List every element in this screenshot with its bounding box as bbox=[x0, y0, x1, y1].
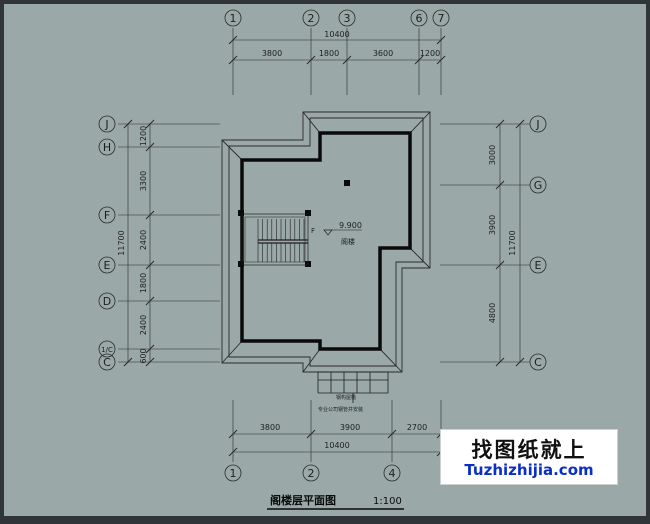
right-axis-bubbles: J G E C bbox=[529, 115, 547, 371]
elevation-text: 9.900 bbox=[339, 221, 362, 230]
axis-bubble: 3 bbox=[338, 9, 356, 27]
left-dim-seg: 3300 bbox=[139, 171, 148, 191]
bottom-axis-bubbles: 1 2 4 bbox=[224, 464, 401, 482]
axis-bubble: E bbox=[98, 256, 116, 274]
top-total-dim: 10400 bbox=[324, 30, 349, 39]
axis-bubble: G bbox=[529, 176, 547, 194]
staircase bbox=[241, 213, 309, 266]
bottom-dim-seg: 3900 bbox=[340, 423, 360, 432]
bottom-dim-seg: 2700 bbox=[407, 423, 427, 432]
right-dimension-chain bbox=[440, 123, 530, 363]
bottom-dim-seg: 3800 bbox=[260, 423, 280, 432]
watermark-logo: 找图纸就上 Tuzhizhijia.com bbox=[440, 429, 618, 485]
right-dim-seg: 4800 bbox=[488, 303, 497, 323]
stair-treads bbox=[257, 219, 305, 262]
left-dim-seg: 1800 bbox=[139, 273, 148, 293]
left-dim-seg: 600 bbox=[139, 348, 148, 363]
right-dim-seg: 3900 bbox=[488, 215, 497, 235]
top-dim-seg: 1200 bbox=[420, 49, 440, 58]
left-total-dim: 11700 bbox=[117, 230, 126, 255]
axis-bubble: 1 bbox=[224, 9, 242, 27]
bottom-total-dim: 10400 bbox=[324, 441, 349, 450]
elevation-marker: 9.900 bbox=[323, 221, 362, 236]
svg-text:7: 7 bbox=[438, 12, 445, 25]
axis-bubble: 1/C bbox=[98, 340, 116, 358]
right-dimension-labels: 3000 3900 4800 11700 bbox=[488, 145, 517, 323]
attic-wall bbox=[240, 131, 412, 351]
left-dimension-ticks bbox=[123, 119, 155, 367]
axis-bubble: J bbox=[529, 115, 547, 133]
axis-bubble: 4 bbox=[383, 464, 401, 482]
svg-text:1/C: 1/C bbox=[101, 346, 113, 354]
svg-text:D: D bbox=[103, 295, 111, 308]
top-dimension-labels: 10400 3800 1800 3600 1200 bbox=[262, 30, 440, 58]
svg-text:G: G bbox=[534, 179, 543, 192]
svg-text:C: C bbox=[103, 356, 111, 369]
svg-text:E: E bbox=[104, 259, 111, 272]
right-dimension-ticks bbox=[495, 119, 525, 367]
svg-text:2: 2 bbox=[308, 467, 315, 480]
axis-bubble: 2 bbox=[302, 9, 320, 27]
axis-bubble: C bbox=[98, 353, 116, 371]
bottom-dimension-labels: 3800 3900 2700 10400 bbox=[260, 423, 427, 450]
svg-text:C: C bbox=[534, 356, 542, 369]
left-dimension-labels: 1200 3300 2400 1800 2400 600 11700 bbox=[117, 126, 148, 364]
drawing-title: 阁楼层平面图 bbox=[270, 493, 336, 507]
axis-bubble: 7 bbox=[432, 9, 450, 27]
svg-text:H: H bbox=[103, 141, 111, 154]
svg-text:1: 1 bbox=[230, 467, 237, 480]
left-dim-seg: 2400 bbox=[139, 230, 148, 250]
watermark-text: 找图纸就上 bbox=[471, 438, 587, 462]
left-dim-seg: 2400 bbox=[139, 315, 148, 335]
axis-bubble: C bbox=[529, 353, 547, 371]
watermark-url: Tuzhizhijia.com bbox=[464, 461, 594, 479]
axis-bubble: F bbox=[98, 206, 116, 224]
steel-canopy bbox=[317, 371, 389, 403]
top-dim-seg: 1800 bbox=[319, 49, 339, 58]
axis-bubble: J bbox=[98, 115, 116, 133]
svg-text:3: 3 bbox=[344, 12, 351, 25]
room-label: 阁楼 bbox=[341, 237, 355, 246]
right-dim-seg: 3000 bbox=[488, 145, 497, 165]
svg-text:1: 1 bbox=[230, 12, 237, 25]
axis-bubble: H bbox=[98, 138, 116, 156]
axis-bubble: 6 bbox=[410, 9, 428, 27]
axis-bubble: E bbox=[529, 256, 547, 274]
top-dim-seg: 3600 bbox=[373, 49, 393, 58]
svg-text:E: E bbox=[535, 259, 542, 272]
svg-text:J: J bbox=[104, 118, 108, 131]
axis-bubble: 1 bbox=[224, 464, 242, 482]
top-dim-seg: 3800 bbox=[262, 49, 282, 58]
roof-eaves-outline bbox=[221, 111, 431, 373]
drawing-scale: 1:100 bbox=[373, 496, 402, 507]
right-total-dim: 11700 bbox=[508, 230, 517, 255]
svg-text:J: J bbox=[535, 118, 539, 131]
top-dimension-chain bbox=[232, 28, 442, 95]
svg-text:F: F bbox=[104, 209, 110, 222]
stair-mark: F bbox=[311, 227, 315, 235]
top-axis-bubbles: 1 2 3 6 7 bbox=[224, 9, 450, 27]
svg-text:6: 6 bbox=[416, 12, 423, 25]
axis-bubble: 2 bbox=[302, 464, 320, 482]
svg-text:4: 4 bbox=[389, 467, 396, 480]
left-dimension-chain bbox=[118, 123, 220, 363]
canopy-note-1: 钢构屋檐 bbox=[336, 394, 356, 401]
canopy-note-2: 专业公司钢管并安装 bbox=[318, 406, 363, 413]
top-dimension-ticks bbox=[228, 35, 446, 65]
svg-text:2: 2 bbox=[308, 12, 315, 25]
axis-bubble: D bbox=[98, 292, 116, 310]
left-axis-bubbles: J H F E D 1/C C bbox=[98, 115, 116, 371]
left-dim-seg: 1200 bbox=[139, 126, 148, 146]
